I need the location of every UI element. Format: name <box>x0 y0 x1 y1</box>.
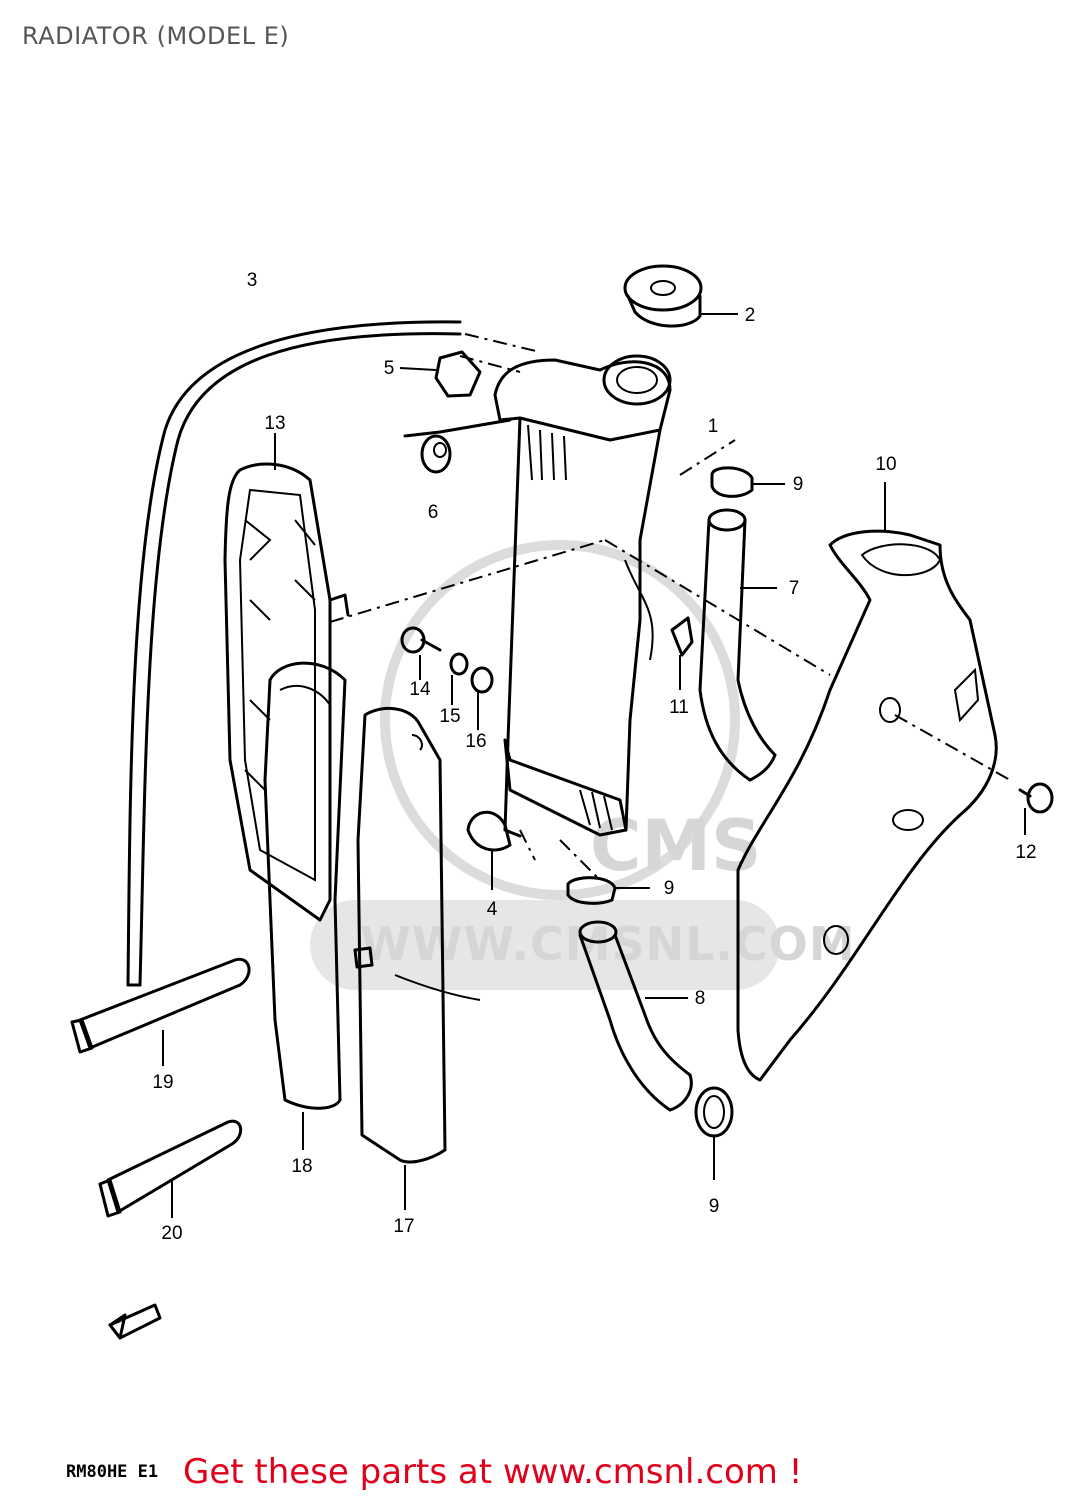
part-4-cushion <box>466 810 536 890</box>
part-13-grille <box>223 433 831 922</box>
callout-15: 15 <box>439 706 460 727</box>
callout-8: 8 <box>695 988 706 1009</box>
callout-9-middle: 9 <box>664 878 675 899</box>
part-6-nut <box>403 418 512 474</box>
callout-11: 11 <box>669 697 689 718</box>
part-9-hose-clamp-bottom <box>694 1086 734 1180</box>
watermark-logo-text: CMS <box>590 805 761 887</box>
part-8-lower-hose <box>578 920 693 1112</box>
callout-14: 14 <box>409 679 431 700</box>
page-title: RADIATOR (MODEL E) <box>22 22 290 50</box>
part-19-strap <box>70 957 251 1066</box>
callout-2: 2 <box>745 305 756 326</box>
part-9-hose-clamp-top <box>679 439 785 498</box>
part-14-bolt <box>400 626 442 680</box>
callout-4: 4 <box>487 899 498 920</box>
model-code-label: RM80HE E1 <box>66 1462 159 1482</box>
part-5-bolt <box>399 350 521 398</box>
cms-watermark: CMS WWW.CMSNL.COM <box>310 540 855 990</box>
part-12-screw <box>894 714 1054 835</box>
part-11-bracket <box>670 616 694 690</box>
part-10-radiator-shroud <box>736 482 998 1082</box>
callout-5: 5 <box>384 358 395 379</box>
callout-18: 18 <box>291 1156 312 1177</box>
part-9-hose-clamp-middle <box>566 876 650 905</box>
callout-16: 16 <box>465 731 486 752</box>
callout-6: 6 <box>428 502 439 523</box>
callout-9-top: 9 <box>793 474 804 495</box>
part-3-overflow-hose <box>126 320 541 987</box>
part-16-washer <box>470 666 494 730</box>
part-2-radiator-cap <box>623 264 738 328</box>
callout-7: 7 <box>789 578 800 599</box>
callout-3: 3 <box>247 270 258 291</box>
callout-13: 13 <box>264 413 285 434</box>
parts-link-banner[interactable]: Get these parts at www.cmsnl.com ! <box>183 1452 803 1492</box>
callout-1: 1 <box>708 416 719 437</box>
part-18-side-cover <box>263 661 347 1150</box>
callout-17: 17 <box>393 1216 414 1237</box>
callout-9-bottom: 9 <box>709 1196 720 1217</box>
front-direction-arrow-icon <box>108 1303 162 1340</box>
part-17-side-cover <box>353 706 481 1210</box>
part-7-upper-hose <box>698 508 777 782</box>
part-20-strap <box>98 1119 243 1218</box>
callout-12: 12 <box>1015 842 1036 863</box>
part-1-radiator <box>493 354 672 881</box>
callout-19: 19 <box>152 1072 173 1093</box>
callout-20: 20 <box>161 1223 182 1244</box>
callout-10: 10 <box>875 454 896 475</box>
part-15-washer <box>449 652 469 705</box>
